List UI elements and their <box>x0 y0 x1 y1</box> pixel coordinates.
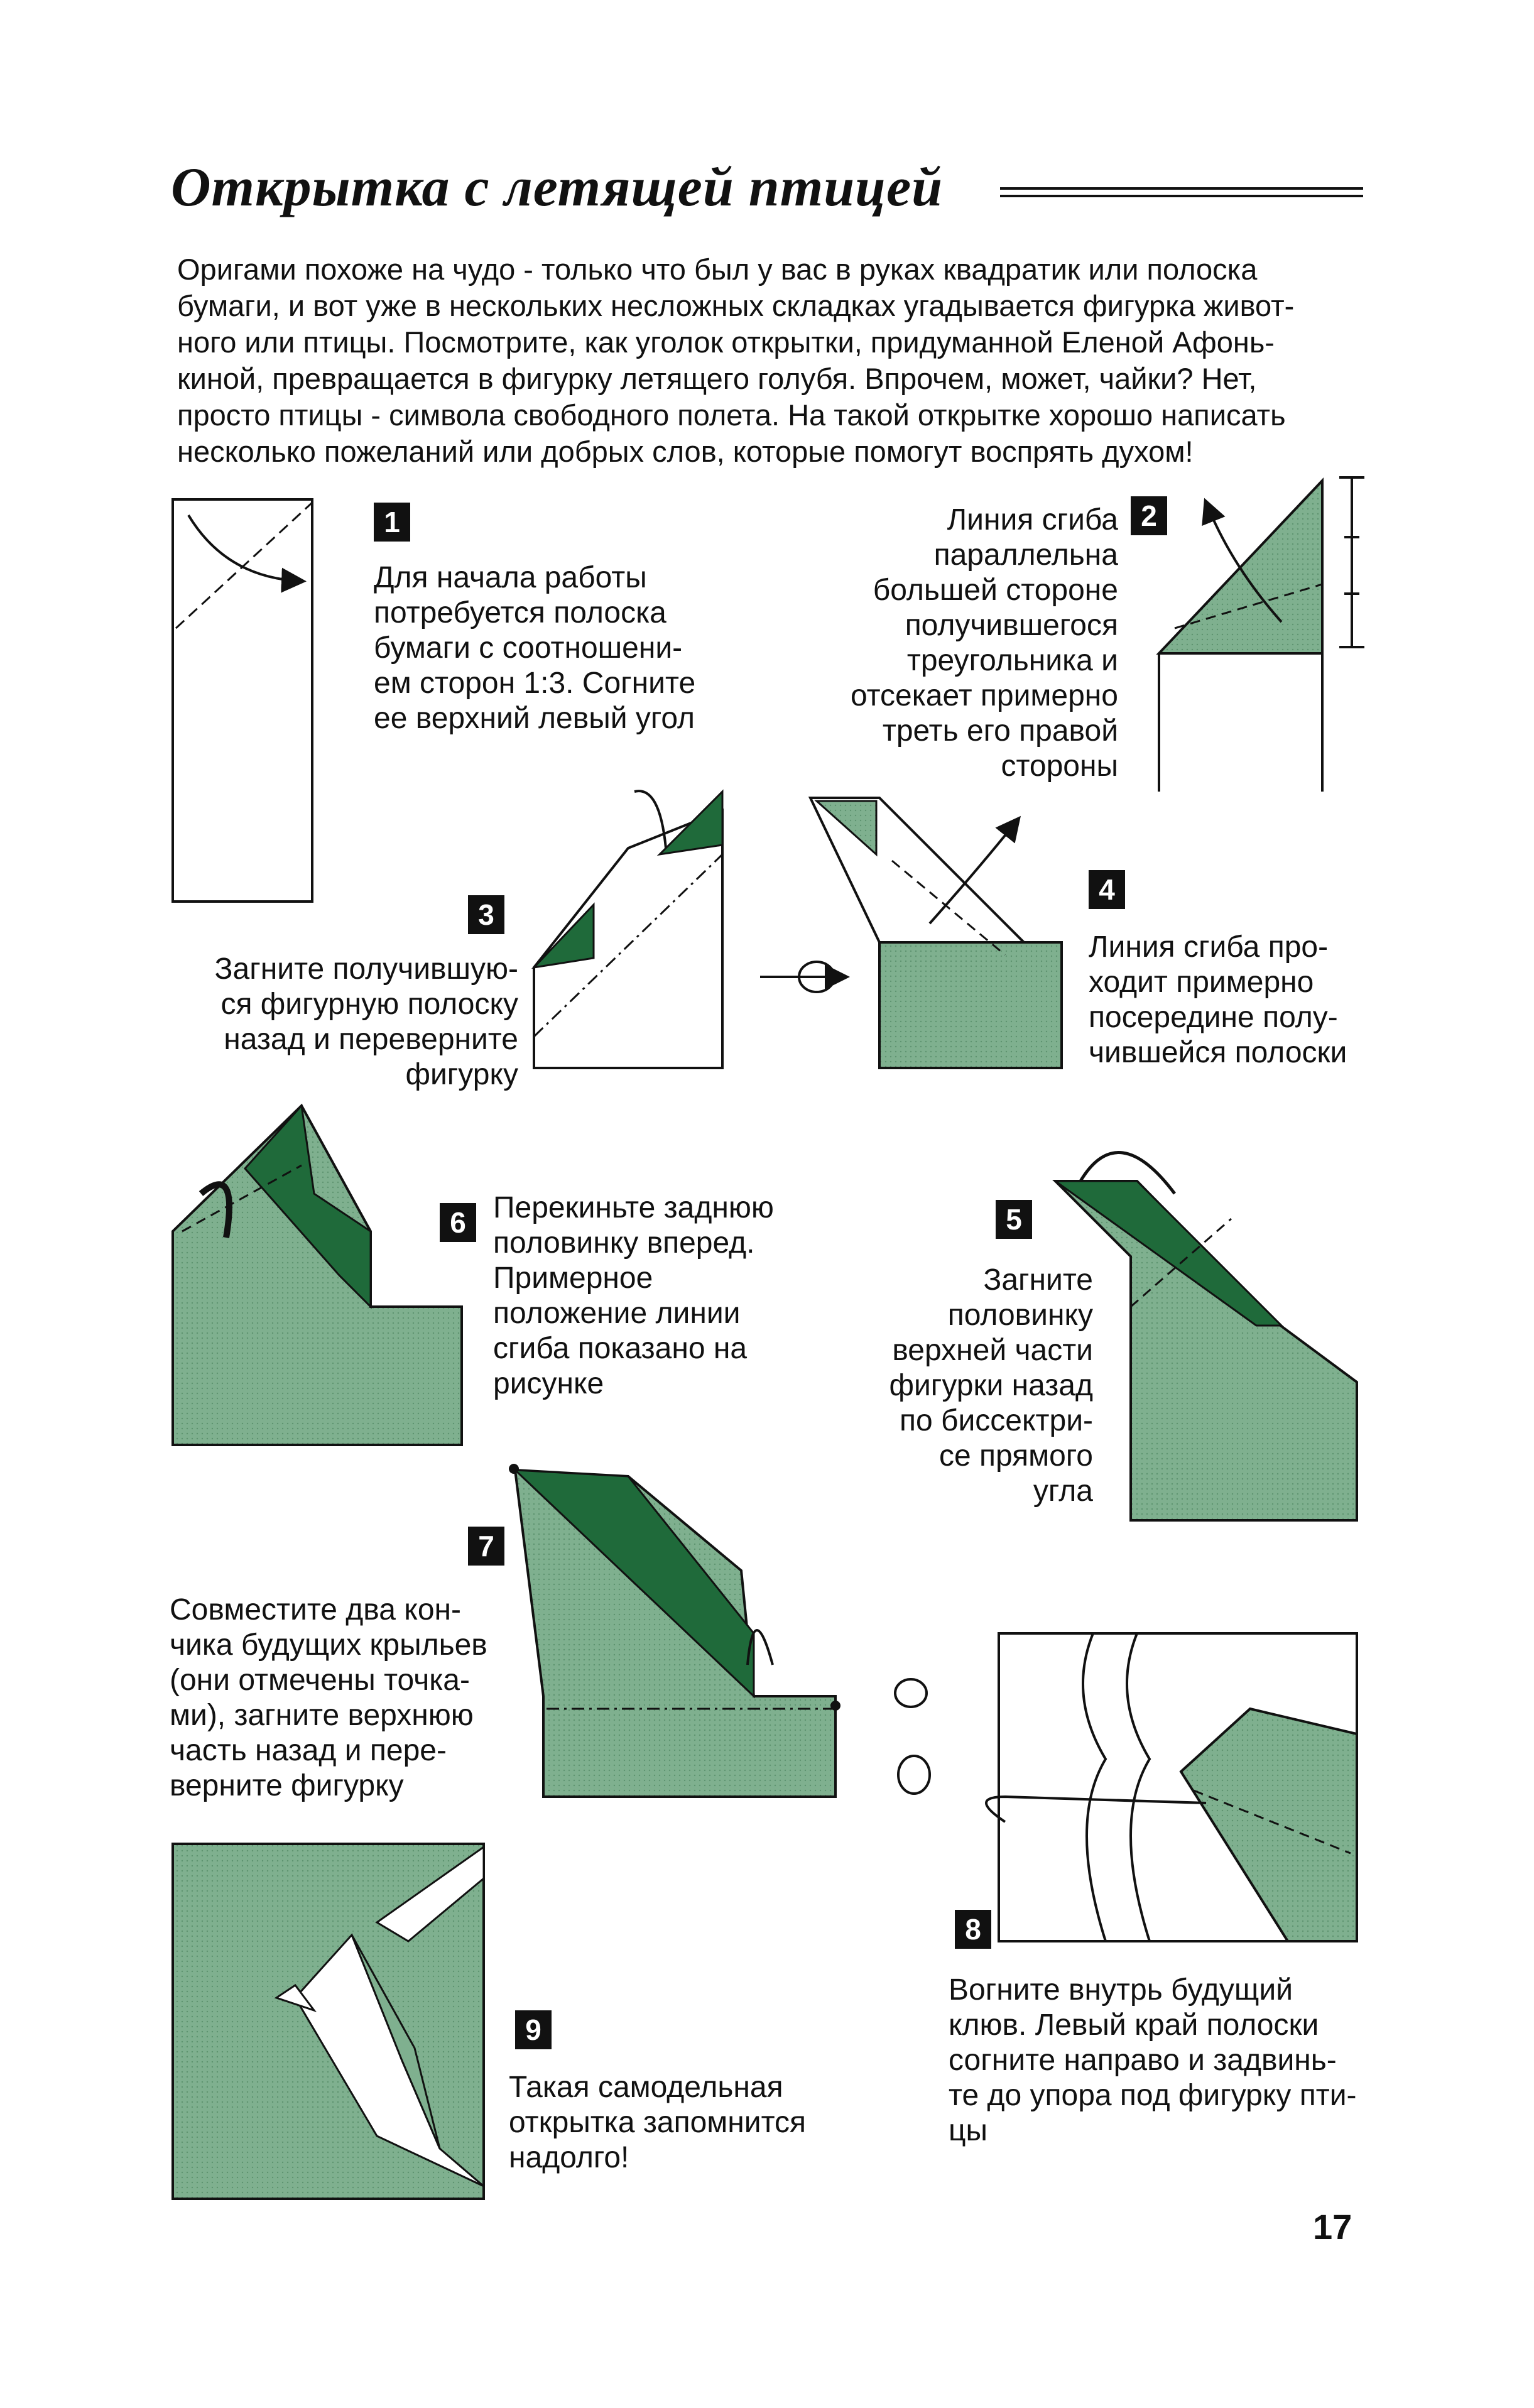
step-line: Линия сгиба про- <box>1089 930 1329 964</box>
step4-text: Линия сгиба про- ходит примерно посереди… <box>1089 930 1365 1071</box>
page-title: Открытка с летящей птицей <box>171 157 944 218</box>
step-line: ходит примерно <box>1089 966 1314 999</box>
step6-text: Перекиньте заднюю половинку вперед. Прим… <box>493 1190 820 1402</box>
step-line: Для начала работы <box>374 561 647 594</box>
step4-diagram <box>760 797 1063 1069</box>
step-number-1: 1 <box>374 503 410 542</box>
step-line: бумаги с соотношени- <box>374 631 683 665</box>
step-number-6: 6 <box>440 1203 476 1242</box>
step-line: ся фигурную полоску <box>220 988 518 1021</box>
step-line: параллельна <box>933 538 1118 572</box>
step-line: Такая самодельная <box>509 2071 783 2104</box>
step3-diagram <box>531 789 724 1069</box>
intro-line: Оригами похоже на чудо - только что был … <box>177 253 1258 286</box>
step-line: сгиба показано на <box>493 1332 748 1365</box>
step2-text: Линия сгиба параллельна большей стороне … <box>779 503 1118 784</box>
step-line: Примерное <box>493 1261 653 1295</box>
step-line: Совместите два кон- <box>170 1593 462 1626</box>
step1-diagram <box>171 498 313 903</box>
intro-text: Оригами похоже на чудо - только что был … <box>177 251 1358 470</box>
step-number-2: 2 <box>1131 496 1167 535</box>
step-line: потребуется полоска <box>374 596 666 629</box>
step-number-9: 9 <box>515 2010 552 2049</box>
step2-diagram <box>1156 476 1364 792</box>
step8-text: Вогните внутрь будущий клюв. Левый край … <box>949 1973 1369 2149</box>
page-number: 17 <box>1313 2207 1352 2247</box>
step-line: верхней части <box>892 1334 1093 1367</box>
step-line: се прямого <box>938 1439 1093 1473</box>
step-number-7: 7 <box>468 1527 504 1566</box>
intro-line: несколько пожеланий или добрых слов, кот… <box>177 435 1194 468</box>
step1-text: Для начала работы потребуется полоска бу… <box>374 560 738 736</box>
step-line: фигурку <box>405 1058 518 1091</box>
step6-diagram <box>171 1103 463 1446</box>
step-line: ем сторон 1:3. Согните <box>374 667 696 700</box>
step8-diagram <box>894 1632 1358 1942</box>
step-line: ее верхний левый угол <box>374 702 695 735</box>
step-line: получившегося <box>905 609 1118 642</box>
intro-line: бумаги, и вот уже в нескольких несложных… <box>177 289 1295 322</box>
step-line: Загните получившую- <box>214 952 518 986</box>
step-number-8: 8 <box>955 1910 991 1949</box>
step-line: треть его правой <box>882 714 1118 748</box>
step-line: половинку вперед. <box>493 1226 755 1260</box>
step-number-3: 3 <box>468 895 504 934</box>
step-line: надолго! <box>509 2141 629 2174</box>
step-line: треугольника и <box>906 644 1118 677</box>
step-line: стороны <box>1001 749 1118 783</box>
step-number-5: 5 <box>996 1200 1032 1239</box>
step-line: те до упора под фигурку пти- <box>949 2079 1357 2112</box>
step-line: клюв. Левый край полоски <box>949 2008 1319 2042</box>
step9-diagram <box>171 1843 485 2200</box>
step9-text: Такая самодельная открытка запомнится на… <box>509 2070 861 2176</box>
intro-line: киной, превращается в фигурку летящего г… <box>177 362 1257 395</box>
step-number-4: 4 <box>1089 870 1125 909</box>
step-line: верните фигурку <box>170 1769 404 1802</box>
step-line: чика будущих крыльев <box>170 1628 487 1662</box>
step-line: большей стороне <box>873 574 1118 607</box>
step-line: Загните <box>983 1263 1093 1297</box>
step-line: Линия сгиба <box>947 503 1118 537</box>
step-line: половинку <box>947 1299 1093 1332</box>
step5-text: Загните половинку верхней части фигурки … <box>842 1263 1094 1509</box>
step-line: рисунке <box>493 1367 604 1400</box>
step-line: по биссектри- <box>899 1404 1093 1437</box>
step-line: фигурки назад <box>889 1369 1094 1402</box>
step-line: посередине полу- <box>1089 1001 1338 1034</box>
step3-text: Загните получившую- ся фигурную полоску … <box>170 952 518 1092</box>
step7-diagram <box>509 1464 840 1798</box>
step-line: согните направо и задвинь- <box>949 2044 1337 2077</box>
step-line: положение линии <box>493 1297 741 1330</box>
step-line: назад и переверните <box>224 1023 518 1056</box>
step-line: открытка запомнится <box>509 2106 807 2139</box>
step-line: угла <box>1033 1474 1093 1508</box>
step-line: Перекиньте заднюю <box>493 1191 774 1224</box>
step-line: Вогните внутрь будущий <box>949 1973 1293 2007</box>
title-rules <box>1000 187 1363 204</box>
step-line: чившейся полоски <box>1089 1036 1347 1069</box>
intro-line: ного или птицы. Посмотрите, как уголок о… <box>177 325 1275 359</box>
step7-text: Совместите два кон- чика будущих крыльев… <box>170 1593 521 1804</box>
step-line: ми), загните верхнюю <box>170 1699 474 1732</box>
step-line: цы <box>949 2114 987 2147</box>
step5-diagram <box>1052 1151 1358 1522</box>
step-line: отсекает примерно <box>850 679 1118 712</box>
intro-line: просто птицы - символа свободного полета… <box>177 398 1286 432</box>
step-line: часть назад и пере- <box>170 1734 447 1767</box>
step-line: (они отмечены точка- <box>170 1664 470 1697</box>
